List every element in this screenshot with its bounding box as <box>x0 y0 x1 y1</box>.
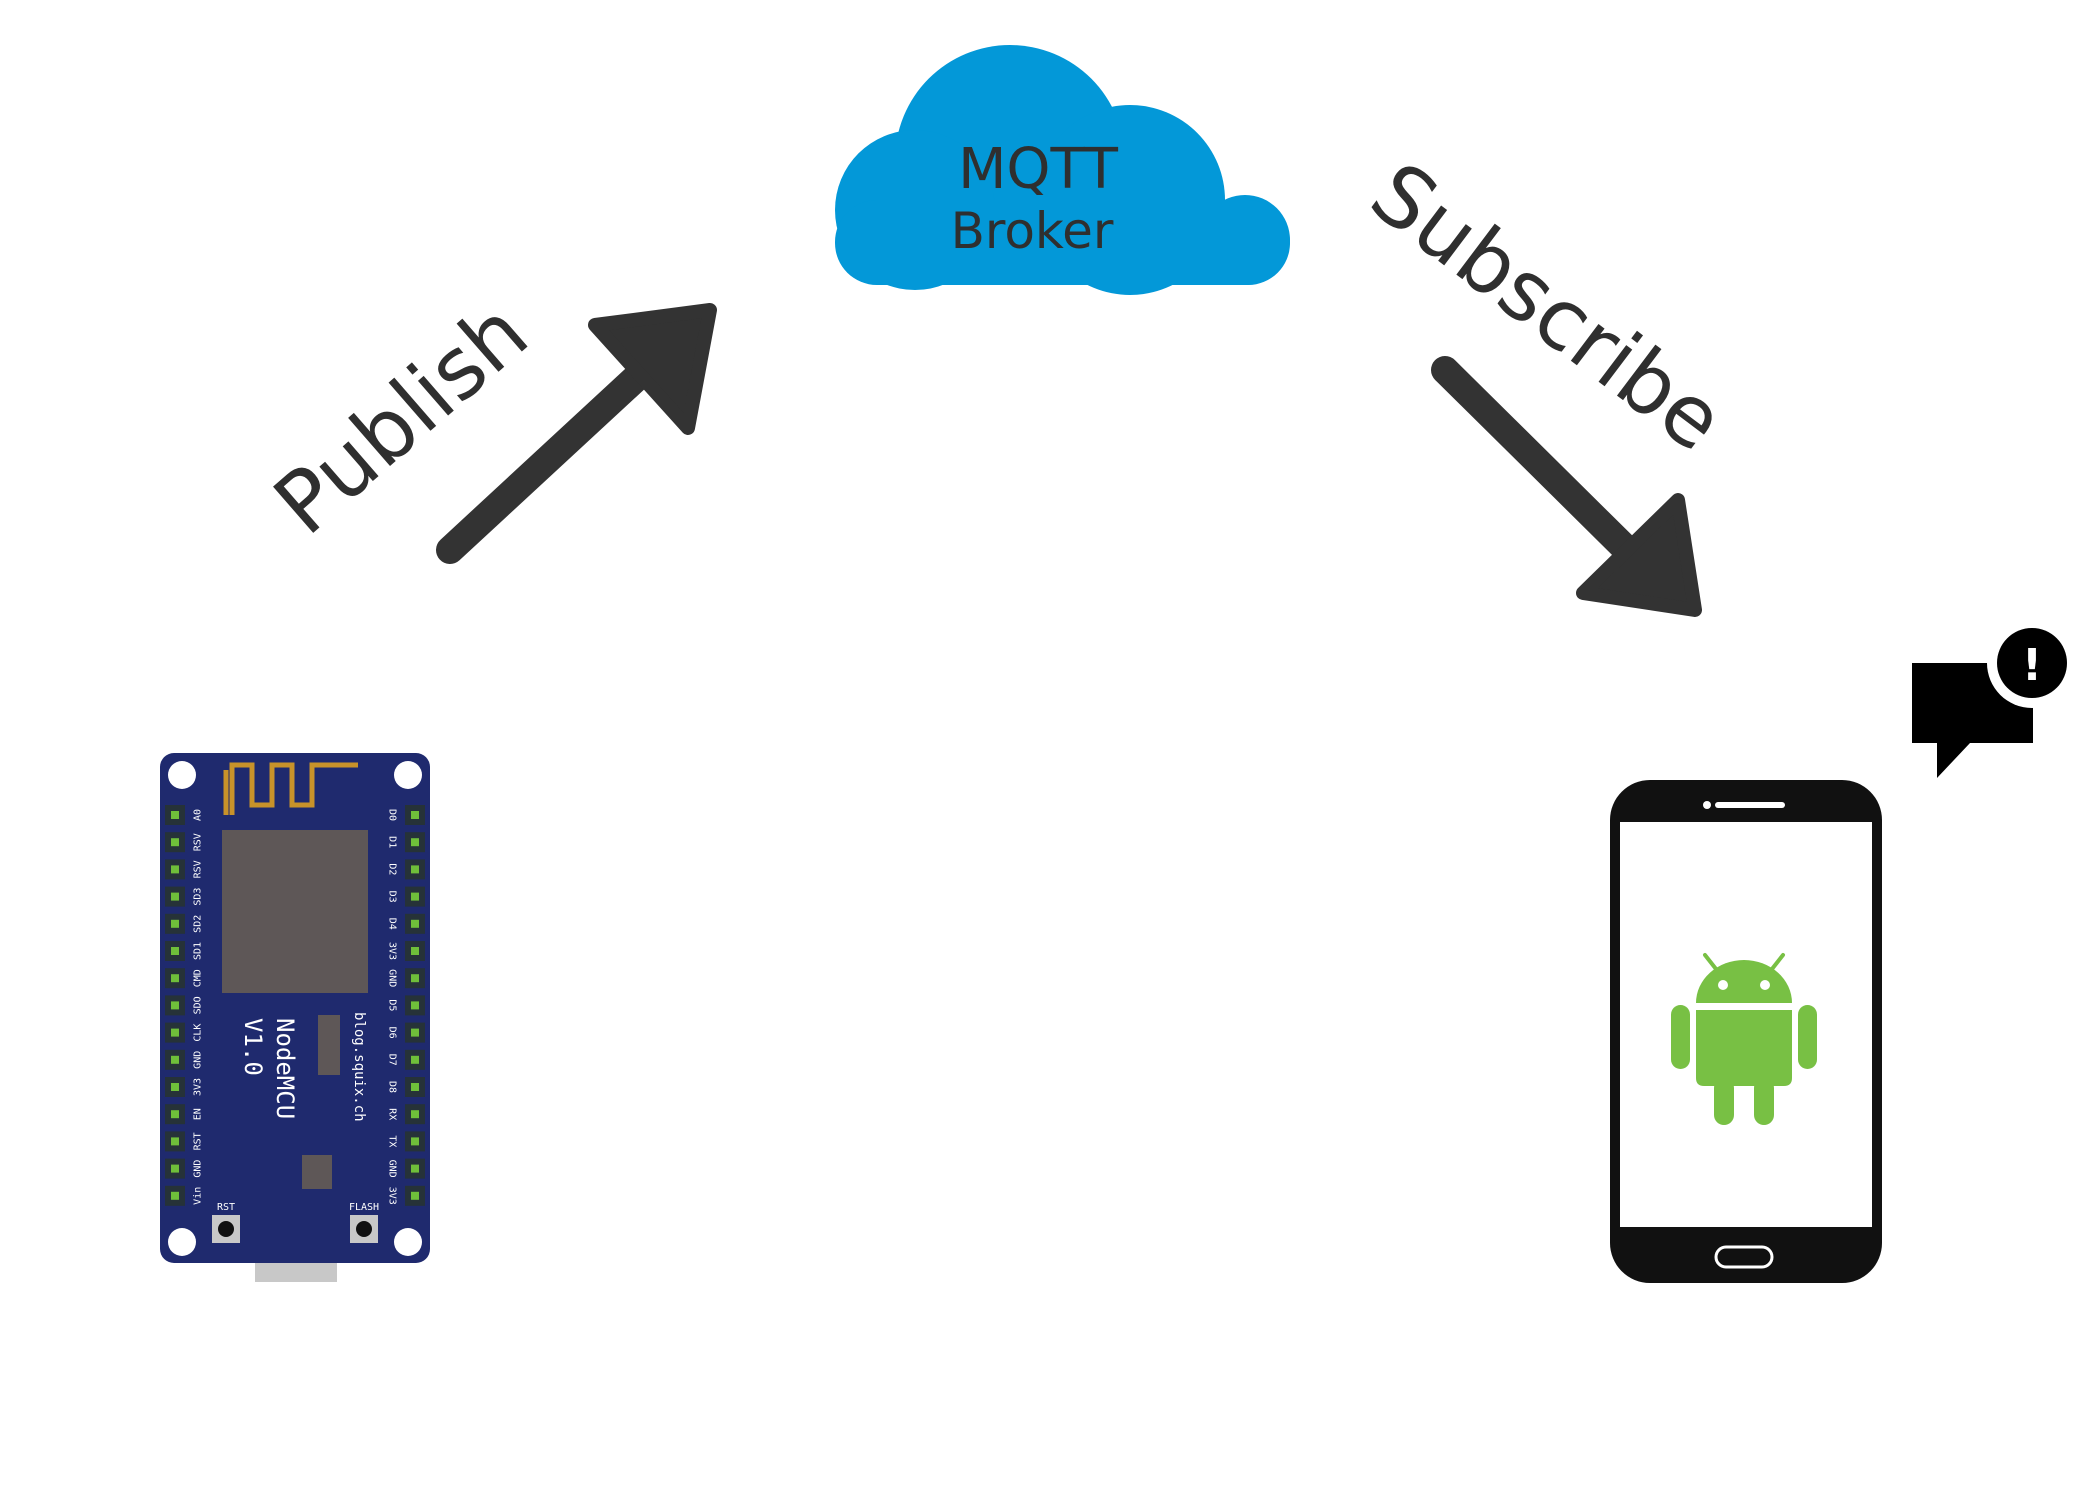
pin-label: D2 <box>387 863 398 875</box>
phone-speaker <box>1715 802 1785 808</box>
board-version: V1.0 <box>239 1018 267 1076</box>
pin-dot <box>171 1055 179 1064</box>
pin-label: A0 <box>193 809 204 821</box>
pin-dot <box>411 1028 419 1037</box>
pin-dot <box>171 838 179 847</box>
pin-dot <box>411 1191 419 1200</box>
pin-label: GND <box>193 1051 204 1069</box>
pin-dot <box>411 838 419 847</box>
pin-dot <box>171 1164 179 1173</box>
pin-dot <box>411 1110 419 1119</box>
pin-label: TX <box>387 1135 398 1147</box>
phone-camera <box>1703 801 1711 809</box>
antenna-trace <box>229 762 358 815</box>
pin-label: SD2 <box>193 915 204 933</box>
pin-dot <box>411 919 419 928</box>
pin-label: D0 <box>387 809 398 821</box>
mount-hole <box>168 1228 196 1256</box>
mount-hole <box>394 761 422 789</box>
pin-dot <box>171 1001 179 1010</box>
alert-badge-icon <box>1997 628 2067 698</box>
pin-label: GND <box>387 969 398 987</box>
pin-dot <box>171 1083 179 1091</box>
android-icon <box>1671 953 1817 1125</box>
pin-dot <box>411 974 419 983</box>
esp-chip <box>222 830 368 993</box>
pin-dot <box>411 947 419 955</box>
subscribe-arrow-shaft <box>1431 356 1639 562</box>
cloud-title-line1: MQTT <box>958 137 1119 202</box>
pin-dot <box>171 892 179 901</box>
pin-label: GND <box>387 1160 398 1178</box>
nodemcu-board: RST FLASH NodeMCU V1.0 blog.squix.ch A0R… <box>160 753 430 1282</box>
regulator <box>318 1015 340 1075</box>
pin-label: RSV <box>193 860 204 878</box>
pin-label: RX <box>387 1108 398 1120</box>
pin-label: CLK <box>193 1024 204 1042</box>
pin-dot <box>171 1191 179 1200</box>
pin-label: 3V3 <box>193 1078 204 1096</box>
pin-label: 3V3 <box>387 1187 398 1205</box>
mount-hole <box>168 761 196 789</box>
pin-dot <box>411 892 419 901</box>
pin-dot <box>171 974 179 983</box>
rst-label: RST <box>217 1202 235 1213</box>
pin-dot <box>411 1164 419 1173</box>
pin-label: CMD <box>193 969 204 987</box>
pin-label: GND <box>193 1160 204 1178</box>
publish-arrow-head <box>588 303 717 435</box>
flash-label: FLASH <box>349 1202 379 1213</box>
mqtt-broker-cloud: MQTT Broker <box>835 45 1290 295</box>
board-credit: blog.squix.ch <box>351 1012 367 1122</box>
pin-label: SD3 <box>193 888 204 906</box>
subscribe-label: Subscribe <box>1353 144 1742 471</box>
pin-dot <box>411 811 419 819</box>
home-button <box>1714 1245 1774 1269</box>
cloud-title-line2: Broker <box>951 202 1114 260</box>
pin-dot <box>171 811 179 819</box>
usb-chip <box>302 1155 332 1189</box>
pin-label: D7 <box>387 1054 398 1066</box>
mount-hole <box>394 1228 422 1256</box>
pin-dot <box>411 865 419 874</box>
subscribe-arrow-head <box>1576 493 1702 617</box>
pin-dot <box>171 1137 179 1146</box>
pin-dot <box>171 1028 179 1037</box>
pin-dot <box>171 919 179 928</box>
pin-label: RST <box>193 1132 204 1150</box>
pin-label: D4 <box>387 918 398 930</box>
publish-arrow-shaft <box>436 351 664 564</box>
pin-label: D1 <box>387 836 398 848</box>
pin-label: RSV <box>193 833 204 851</box>
publish-arrow: Publish <box>256 283 717 564</box>
pin-dot <box>171 947 179 955</box>
alert-glyph: ! <box>2022 640 2042 691</box>
pin-label: 3V3 <box>387 942 398 960</box>
pin-dot <box>171 865 179 874</box>
pin-dot <box>411 1137 419 1146</box>
smartphone <box>1610 780 1882 1283</box>
pin-label: EN <box>193 1108 204 1120</box>
pin-label: Vin <box>193 1187 204 1205</box>
notification-icon: ! <box>1912 618 2077 778</box>
pin-dot <box>411 1055 419 1064</box>
cloud-shape <box>835 45 1290 295</box>
pin-label: D8 <box>387 1081 398 1093</box>
board-name: NodeMCU <box>271 1018 299 1119</box>
pin-label: SD1 <box>193 942 204 960</box>
pin-dot <box>411 1001 419 1010</box>
subscribe-arrow: Subscribe <box>1353 144 1742 617</box>
pin-label: D3 <box>387 891 398 903</box>
pin-dot <box>171 1110 179 1119</box>
pin-label: D5 <box>387 999 398 1011</box>
pin-label: SDO <box>193 996 204 1014</box>
pin-label: D6 <box>387 1027 398 1039</box>
pin-dot <box>411 1083 419 1091</box>
